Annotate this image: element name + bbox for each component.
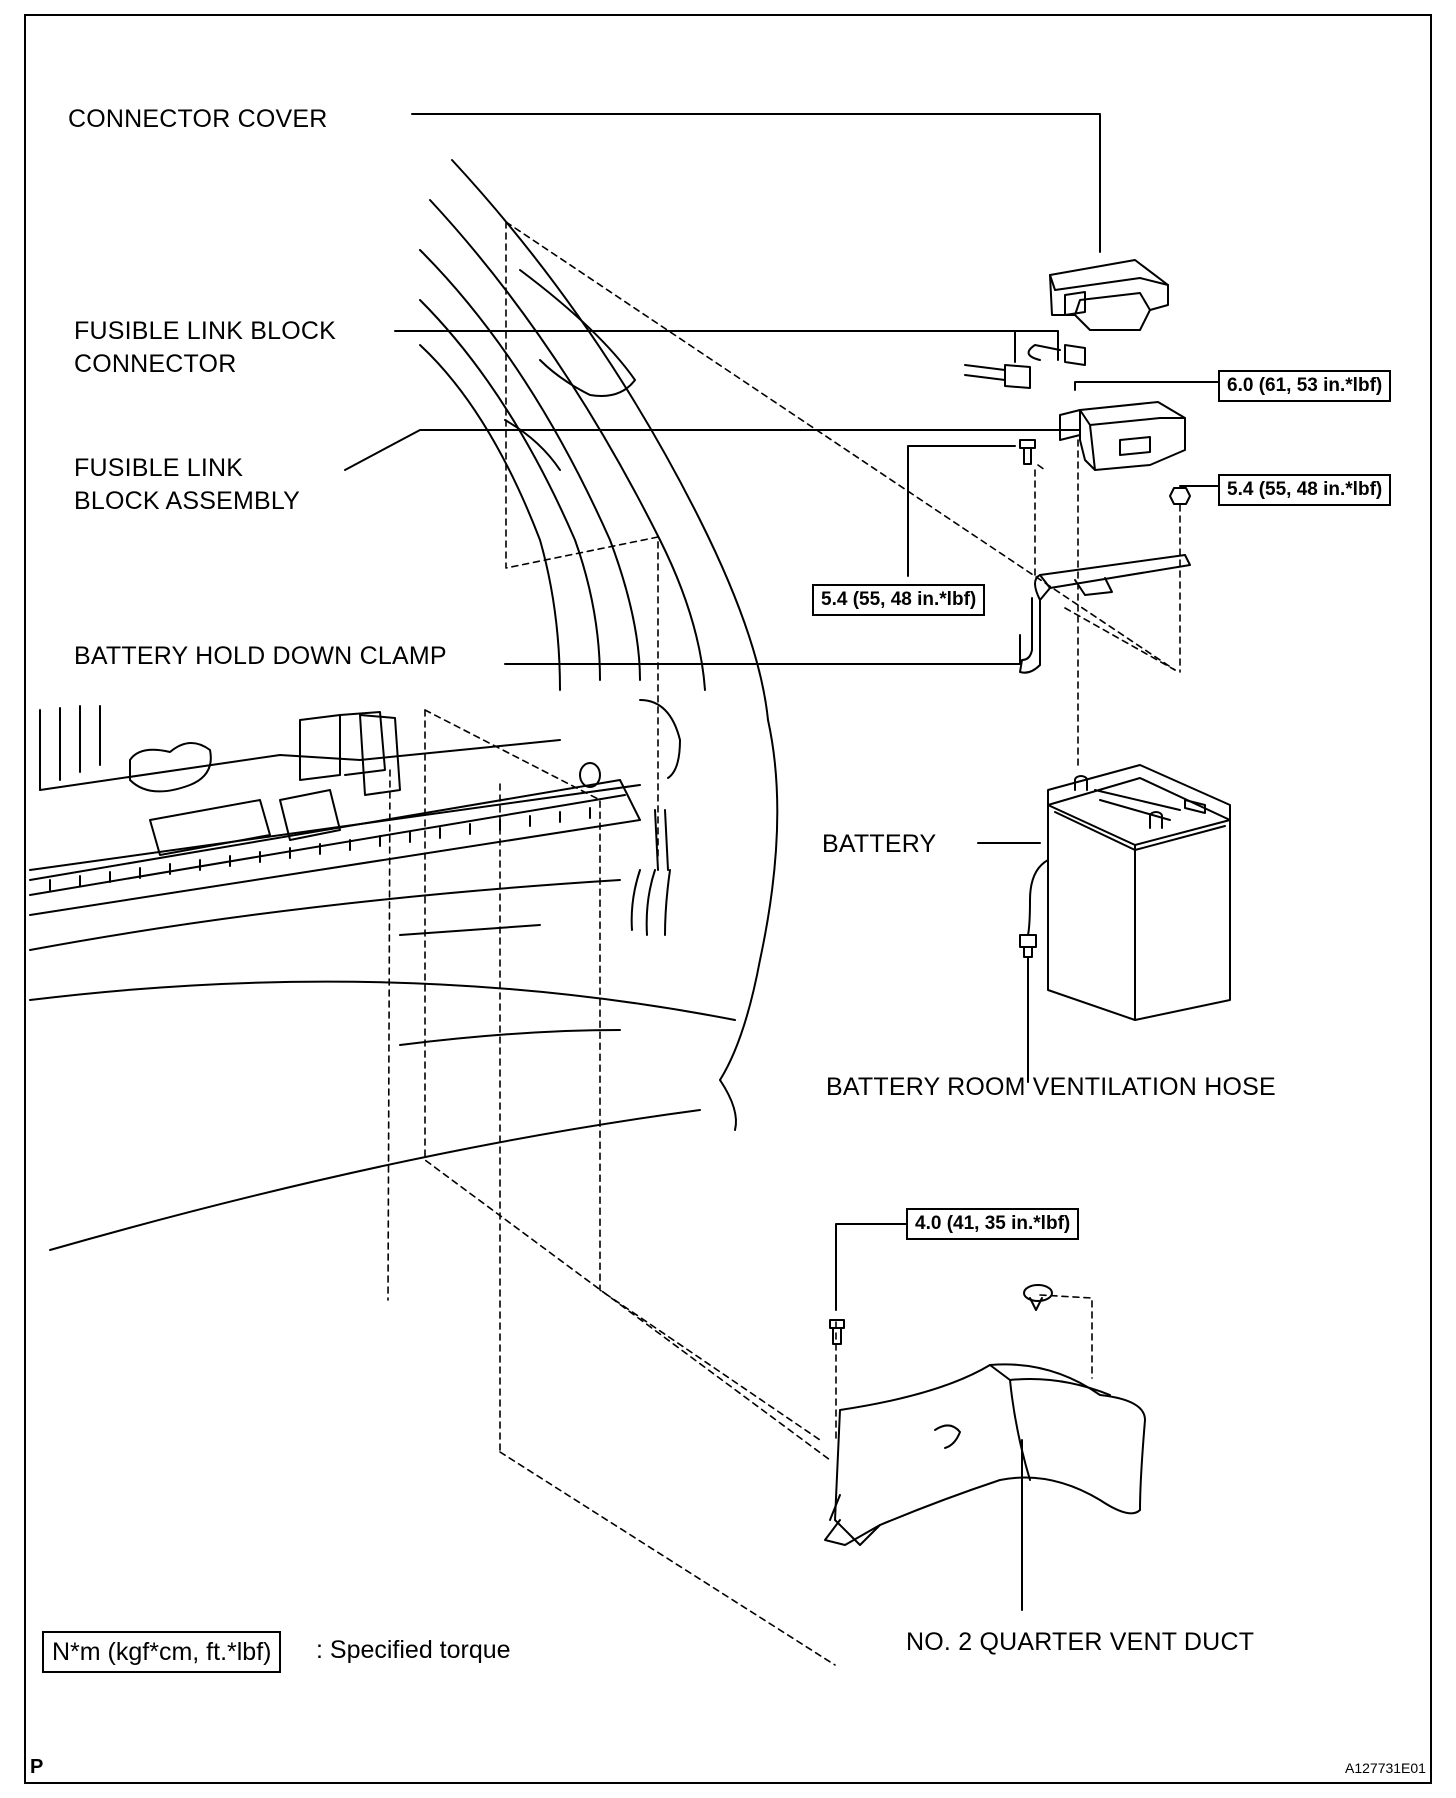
connector-cover-part [1049,259,1169,331]
legend-description: : Specified torque [316,1636,511,1664]
fusible-link-block-assembly-label-line2: BLOCK ASSEMBLY [74,487,301,515]
fusible-link-block-connector-label-line1: FUSIBLE LINK BLOCK [74,317,337,345]
fusible-link-block-connectors [964,344,1086,389]
fusible-link-block-connector-label-line2: CONNECTOR [74,350,237,378]
battery-hold-down-clamp-part [1019,554,1191,674]
connector-cover-label: CONNECTOR COVER [68,105,328,133]
torque-fusible-link-block-nut: 6.0 (61, 53 in.*lbf) [1218,370,1392,402]
battery-part [1019,764,1231,1021]
diagram-frame [24,14,1432,1784]
fastener-parts [829,439,1191,1345]
quarter-vent-duct-part [824,1363,1146,1546]
battery-label: BATTERY [822,830,937,858]
no2-quarter-vent-duct-label: NO. 2 QUARTER VENT DUCT [906,1628,1255,1656]
battery-room-ventilation-hose-label: BATTERY ROOM VENTILATION HOSE [826,1073,1276,1101]
fusible-link-block-assembly-label-line1: FUSIBLE LINK [74,454,244,482]
torque-duct-bolt: 4.0 (41, 35 in.*lbf) [906,1208,1080,1240]
corner-mark: P [30,1756,44,1778]
vehicle-rear-body [29,159,779,1251]
figure-code: A127731E01 [1345,1760,1426,1776]
battery-hold-down-clamp-label: BATTERY HOLD DOWN CLAMP [74,642,447,670]
torque-clamp-nut: 5.4 (55, 48 in.*lbf) [1218,474,1392,506]
fusible-link-block-part [1059,401,1186,471]
torque-clamp-bolt: 5.4 (55, 48 in.*lbf) [812,584,986,616]
legend-unit-box: N*m (kgf*cm, ft.*lbf) [42,1631,282,1673]
installation-lines [387,221,1181,1666]
